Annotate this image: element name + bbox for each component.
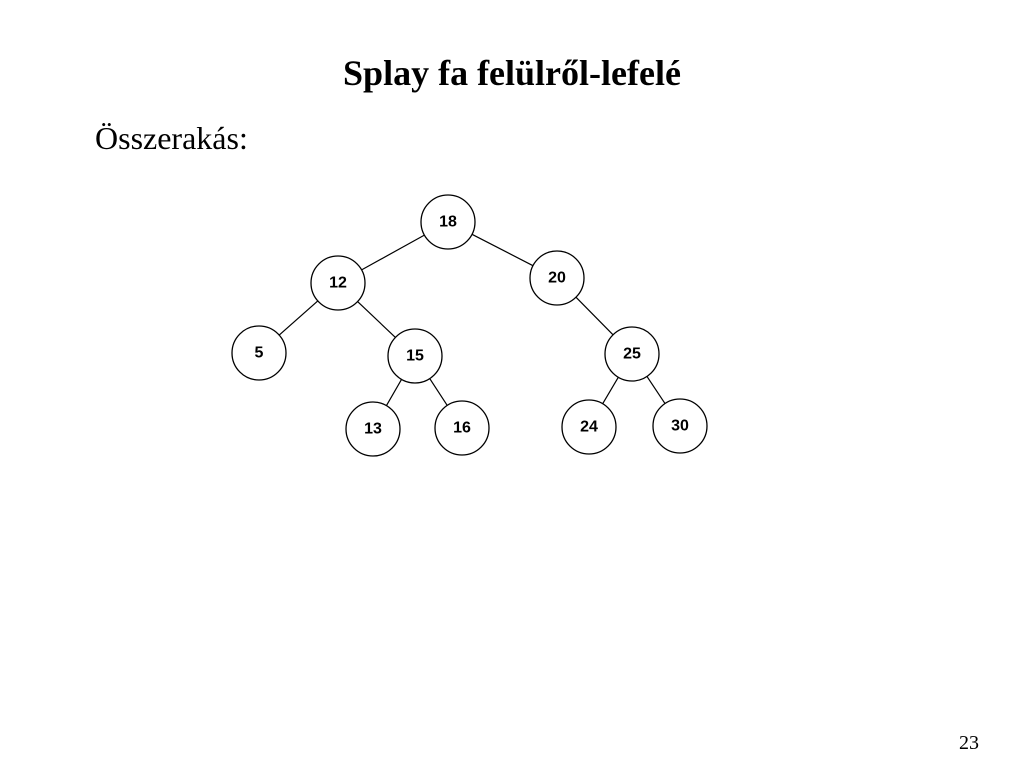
tree-edge: [646, 376, 666, 404]
node-label: 18: [439, 214, 457, 231]
node-label: 30: [671, 418, 689, 435]
node-label: 16: [453, 420, 471, 437]
node-circle: [561, 399, 617, 455]
tree-node-12: 12: [310, 255, 366, 311]
tree-node-25: 25: [604, 326, 660, 382]
node-label: 13: [364, 421, 382, 438]
tree-edge: [385, 379, 403, 406]
tree-node-30: 30: [652, 398, 708, 454]
node-circle: [420, 194, 476, 250]
tree-node-15: 15: [387, 328, 443, 384]
node-label: 12: [329, 275, 347, 292]
node-circle: [604, 326, 660, 382]
tree-edge: [471, 233, 534, 267]
page-number: 23: [959, 732, 979, 754]
tree-node-18: 18: [420, 194, 476, 250]
slide-title: Splay fa felülről-lefelé: [343, 53, 681, 93]
node-circle: [387, 328, 443, 384]
node-circle: [345, 401, 401, 457]
node-circle: [529, 250, 585, 306]
tree-node-20: 20: [529, 250, 585, 306]
tree-edge: [357, 301, 396, 338]
node-label: 20: [548, 270, 566, 287]
tree-node-16: 16: [434, 400, 490, 456]
node-label: 15: [406, 348, 424, 365]
tree-node-24: 24: [561, 399, 617, 455]
tree-edge: [575, 296, 614, 336]
node-label: 5: [255, 345, 264, 362]
section-label: Összerakás:: [95, 120, 248, 156]
tree-edge: [602, 376, 619, 405]
tree-edges: [278, 233, 666, 406]
tree-node-5: 5: [231, 325, 287, 381]
node-circle: [231, 325, 287, 381]
tree-edge: [278, 300, 319, 336]
node-label: 24: [580, 419, 598, 436]
node-label: 25: [623, 346, 641, 363]
tree-edge: [361, 234, 425, 271]
node-circle: [310, 255, 366, 311]
tree-edge: [429, 378, 448, 406]
tree-nodes: 18 12 20 5 15 25 13 16 24 30: [231, 194, 708, 457]
node-circle: [652, 398, 708, 454]
tree-node-13: 13: [345, 401, 401, 457]
node-circle: [434, 400, 490, 456]
